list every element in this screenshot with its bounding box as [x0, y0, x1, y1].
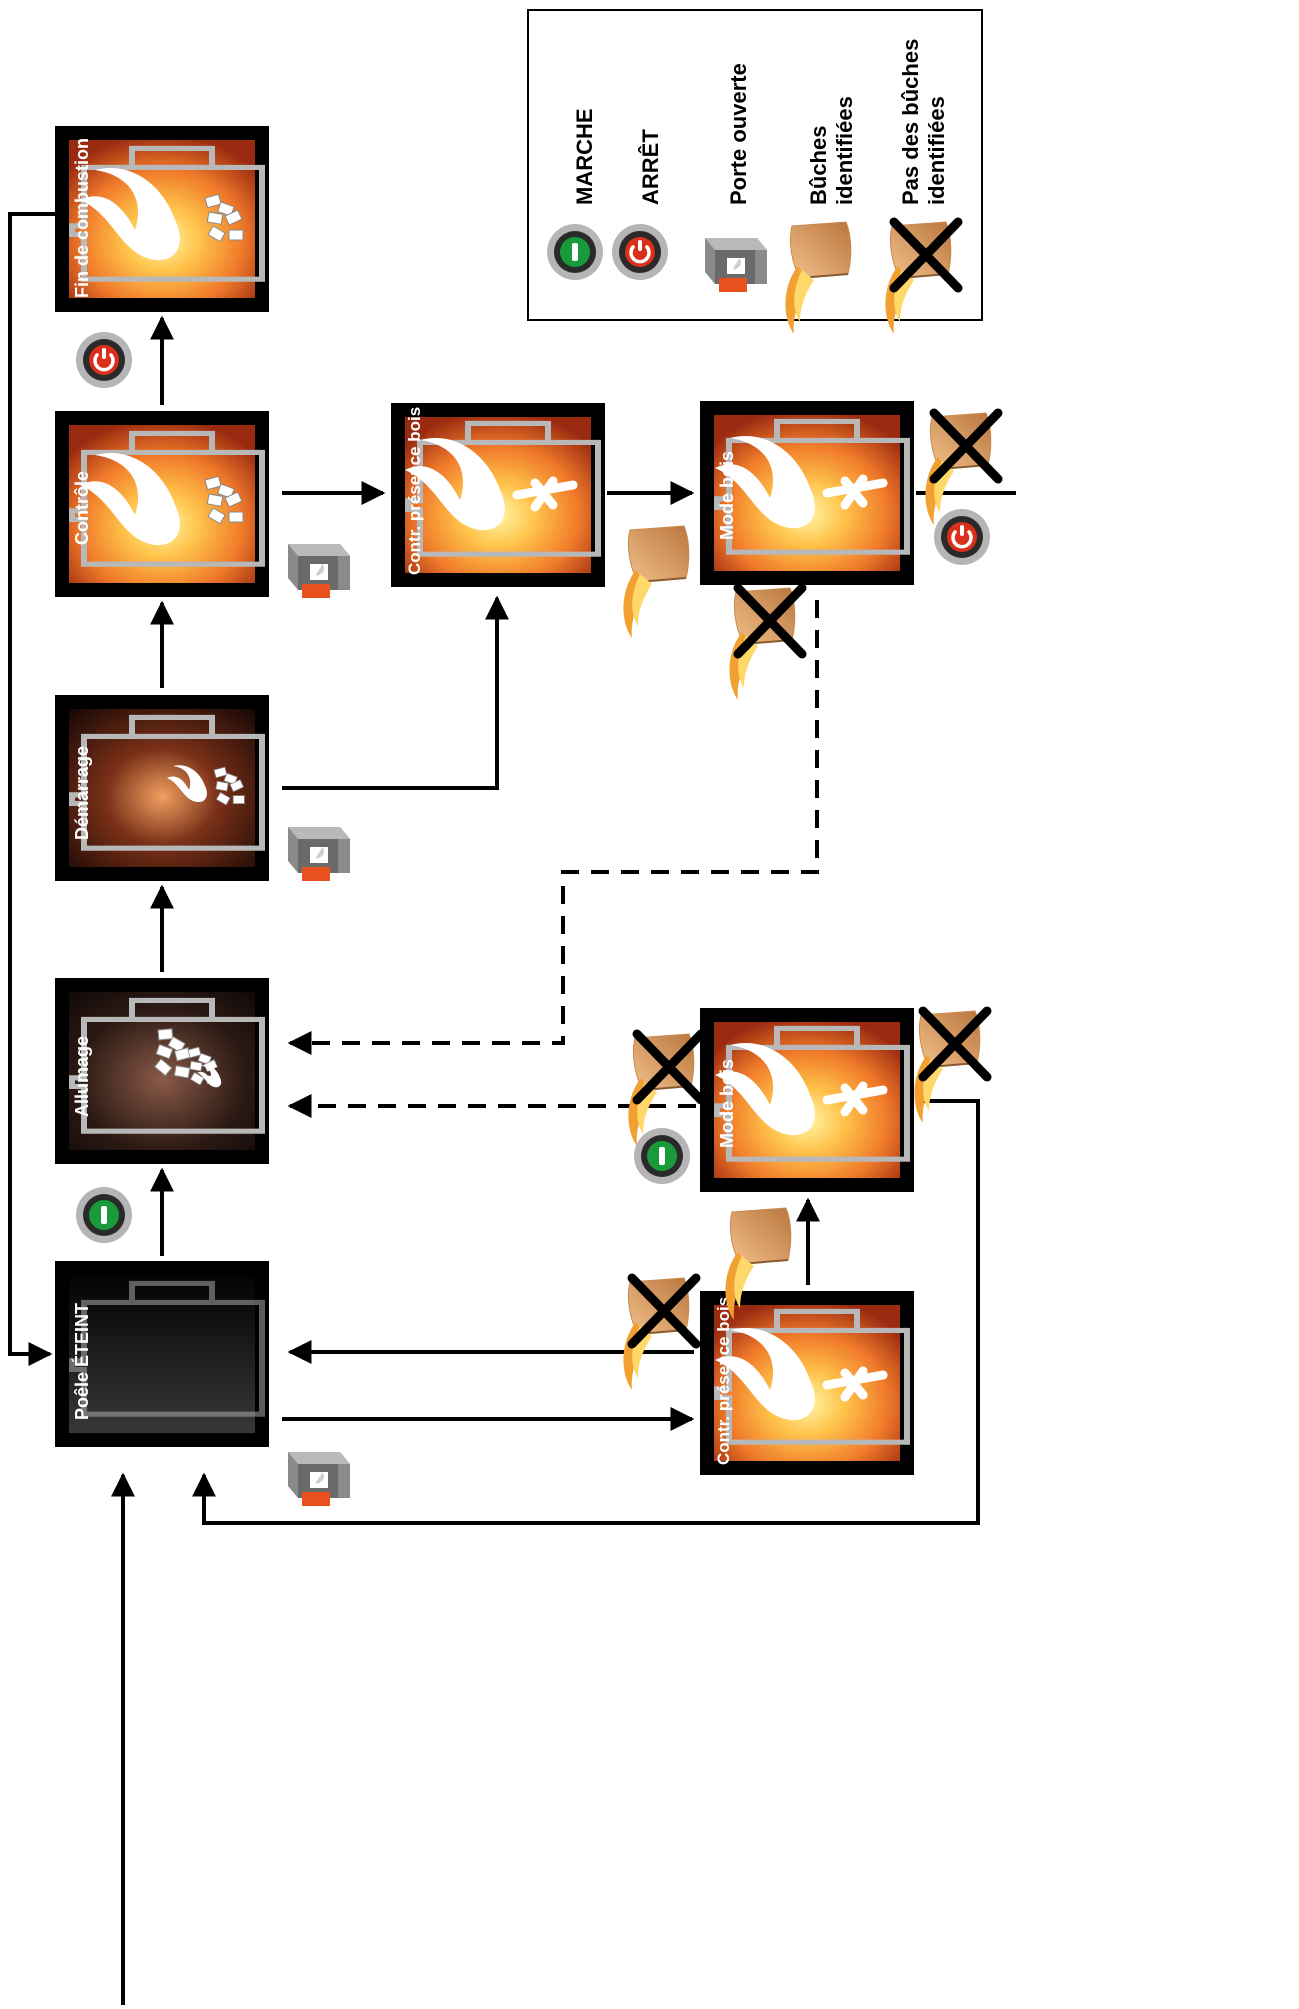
power-on-icon	[76, 1187, 132, 1243]
state-label-off: Poêle ÉTEINT	[71, 1303, 92, 1420]
arrow-startup-to-woodcheck	[282, 595, 509, 790]
state-wood-check-top: Contr. présence bois	[391, 403, 605, 587]
legend-on-label: MARCHE	[572, 108, 597, 205]
power-on-icon	[634, 1128, 690, 1184]
state-label-end-combustion: Fin de combustion	[72, 138, 92, 298]
power-off-icon	[74, 330, 134, 390]
power-off-icon	[610, 222, 670, 282]
no-log-icon	[729, 588, 802, 700]
log-identified-icon	[622, 525, 690, 639]
arrow-woodmode-to-ignition-dashed	[287, 600, 819, 1055]
state-wood-check-bottom: Contr. présence bois	[700, 1291, 914, 1475]
no-log-icon	[925, 413, 998, 525]
legend-off-label: ARRÊT	[638, 129, 663, 205]
state-label-wood-check-bottom: Contr. présence bois	[714, 1297, 733, 1465]
state-ignition: Allumage	[55, 978, 269, 1164]
state-label-wood-mode-bottom: Mode bois	[717, 1059, 737, 1148]
power-on-icon	[547, 224, 603, 280]
legend-nologs-label-2: identifiées	[924, 96, 949, 205]
state-end-combustion: Fin de combustion	[55, 126, 269, 312]
state-control: Contrôle	[55, 411, 269, 597]
state-startup: Démarrage	[55, 695, 269, 881]
door-open-icon	[288, 544, 350, 598]
state-label-startup: Démarrage	[72, 746, 92, 840]
state-wood-mode-bottom: Mode bois	[700, 1008, 914, 1192]
power-off-icon	[932, 507, 992, 567]
door-open-icon	[288, 1452, 350, 1506]
legend-logs-label-2: identifiées	[832, 96, 857, 205]
state-off: Poêle ÉTEINT	[55, 1261, 269, 1447]
legend-nologs-label-1: Pas des bûches	[898, 39, 923, 205]
legend-door-label: Porte ouverte	[726, 63, 751, 205]
state-label-ignition: Allumage	[72, 1036, 92, 1117]
arrow-woodmode-bottom-to-off	[192, 1099, 980, 1525]
legend-logs-label-1: Bûches	[806, 126, 831, 205]
door-open-icon	[288, 827, 350, 881]
state-label-wood-mode-top: Mode bois	[717, 451, 737, 540]
state-label-control: Contrôle	[72, 471, 92, 545]
state-label-wood-check-top: Contr. présence bois	[405, 407, 424, 575]
transitions	[8, 212, 1016, 2005]
arrow-end-to-off	[8, 212, 55, 1366]
no-log-icon	[623, 1278, 696, 1390]
state-wood-mode-top: Mode bois	[700, 401, 914, 585]
legend: MARCHE ARRÊT Porte ouverte Bûches identi…	[527, 9, 983, 334]
